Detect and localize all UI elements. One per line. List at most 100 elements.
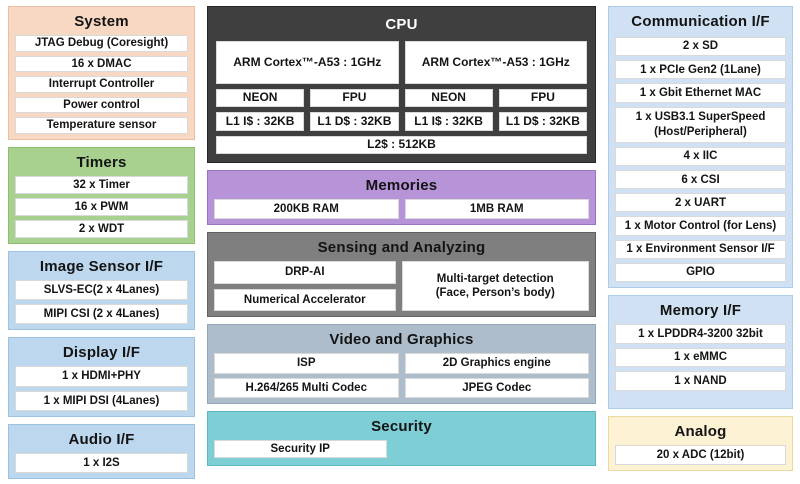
system-title: System xyxy=(74,13,129,30)
audio-if-items: 1 x I2S xyxy=(9,451,194,478)
communication-if-item: 2 x UART xyxy=(615,193,786,213)
memory-if-item: 1 x NAND xyxy=(615,371,786,392)
communication-if-item: 4 x IIC xyxy=(615,146,786,167)
display-if-row: 1 x MIPI DSI (4Lanes) xyxy=(15,390,188,411)
system-row: Power control xyxy=(15,96,188,114)
cpu-item: NEON xyxy=(216,88,305,108)
cpu-item: L1 D$ : 32KB xyxy=(310,112,399,131)
communication-if-row: 6 x CSI xyxy=(615,170,786,190)
column-right: Communication I/F 2 x SD 1 x PCIe Gen2 (1L… xyxy=(608,6,793,479)
timers-item: 2 x WDT xyxy=(15,220,188,238)
cpu-item: FPU xyxy=(310,88,399,108)
memory-if-item: 1 x LPDDR4-3200 32bit xyxy=(615,324,786,344)
display-if-items: 1 x HDMI+PHY 1 x MIPI DSI (4Lanes) xyxy=(9,364,194,416)
timers-row: 32 x Timer xyxy=(15,176,188,194)
display-if-row: 1 x HDMI+PHY xyxy=(15,366,188,387)
communication-if-row: 2 x SD xyxy=(615,37,786,57)
memories-item: 1MB RAM xyxy=(404,199,589,219)
audio-if-row: 1 x I2S xyxy=(15,453,188,473)
communication-if-title: Communication I/F xyxy=(631,13,770,30)
image-sensor-if-items: SLVS-EC(2 x 4Lanes) MIPI CSI (2 x 4Lanes) xyxy=(9,278,194,329)
cpu-item: L2$ : 512KB xyxy=(216,135,587,154)
timers-item: 16 x PWM xyxy=(15,198,188,216)
system-item: Power control xyxy=(15,96,188,114)
system-row: Temperature sensor xyxy=(15,117,188,134)
security-title: Security xyxy=(371,418,432,435)
communication-if-item: 1 x USB3.1 SuperSpeed (Host/Peripheral) xyxy=(615,106,786,143)
video-graphics-item: 2D Graphics engine xyxy=(404,353,589,374)
display-if-item: 1 x HDMI+PHY xyxy=(15,366,188,387)
audio-if-item: 1 x I2S xyxy=(15,453,188,473)
communication-if-row: 1 x PCIe Gen2 (1Lane) xyxy=(615,60,786,80)
system-items: JTAG Debug (Coresight) 16 x DMAC Interrupt… xyxy=(9,33,194,139)
security-item: Security IP xyxy=(214,440,387,458)
video-graphics-item: JPEG Codec xyxy=(404,377,589,398)
communication-if-row: 4 x IIC xyxy=(615,146,786,167)
image-sensor-if-row: MIPI CSI (2 x 4Lanes) xyxy=(15,304,188,324)
cpu-title: CPU xyxy=(385,16,418,33)
sensing-item: DRP-AI xyxy=(214,261,396,284)
memory-if-row: 1 x eMMC xyxy=(615,347,786,368)
audio-if-title: Audio I/F xyxy=(68,431,135,448)
system-row: 16 x DMAC xyxy=(15,55,188,73)
image-sensor-if-item: SLVS-EC(2 x 4Lanes) xyxy=(15,280,188,300)
image-sensor-if-row: SLVS-EC(2 x 4Lanes) xyxy=(15,280,188,300)
memory-if-title: Memory I/F xyxy=(659,302,742,319)
sensing-item: Numerical Accelerator xyxy=(214,288,396,311)
communication-if-item: 6 x CSI xyxy=(615,170,786,190)
cpu-item: FPU xyxy=(498,88,587,108)
analog-item: 20 x ADC (12bit) xyxy=(615,445,786,465)
communication-if-row: 2 x UART xyxy=(615,193,786,213)
communication-if-item: GPIO xyxy=(615,262,786,282)
video-graphics-item: H.264/265 Multi Codec xyxy=(214,377,399,398)
sensing-title: Sensing and Analyzing xyxy=(317,239,486,256)
analog-row: 20 x ADC (12bit) xyxy=(615,445,786,465)
block-audio-if: Audio I/F 1 x I2S xyxy=(8,424,195,479)
sensing-item-stack: DRP-AI Numerical Accelerator xyxy=(214,261,396,311)
memory-if-row: 1 x LPDDR4-3200 32bit xyxy=(615,324,786,344)
security-row: Security IP xyxy=(214,440,589,458)
communication-if-item: 1 x Environment Sensor I/F xyxy=(615,239,786,259)
cpu-item: NEON xyxy=(404,88,493,108)
cpu-item: ARM Cortex™-A53 : 1GHz xyxy=(404,41,587,84)
system-row: JTAG Debug (Coresight) xyxy=(15,35,188,52)
timers-row: 16 x PWM xyxy=(15,198,188,216)
memory-if-items: 1 x LPDDR4-3200 32bit 1 x eMMC 1 x NAND xyxy=(609,322,792,408)
communication-if-item: 1 x Motor Control (for Lens) xyxy=(615,216,786,236)
security-items: Security IP xyxy=(208,438,595,465)
communication-if-item: 1 x Gbit Ethernet MAC xyxy=(615,83,786,103)
timers-item: 32 x Timer xyxy=(15,176,188,194)
memory-if-row: 1 x NAND xyxy=(615,371,786,392)
memories-item: 200KB RAM xyxy=(214,199,399,219)
communication-if-row: GPIO xyxy=(615,262,786,282)
timers-row: 2 x WDT xyxy=(15,220,188,238)
cpu-item: ARM Cortex™-A53 : 1GHz xyxy=(216,41,399,84)
communication-if-item: 2 x SD xyxy=(615,37,786,57)
cpu-row: L2$ : 512KB xyxy=(216,135,587,154)
system-item: Temperature sensor xyxy=(15,117,188,134)
system-item: 16 x DMAC xyxy=(15,55,188,73)
system-row: Interrupt Controller xyxy=(15,76,188,93)
video-graphics-title: Video and Graphics xyxy=(329,331,474,348)
timers-title: Timers xyxy=(76,154,127,171)
analog-items: 20 x ADC (12bit) xyxy=(609,443,792,470)
security-spacer xyxy=(393,440,590,458)
